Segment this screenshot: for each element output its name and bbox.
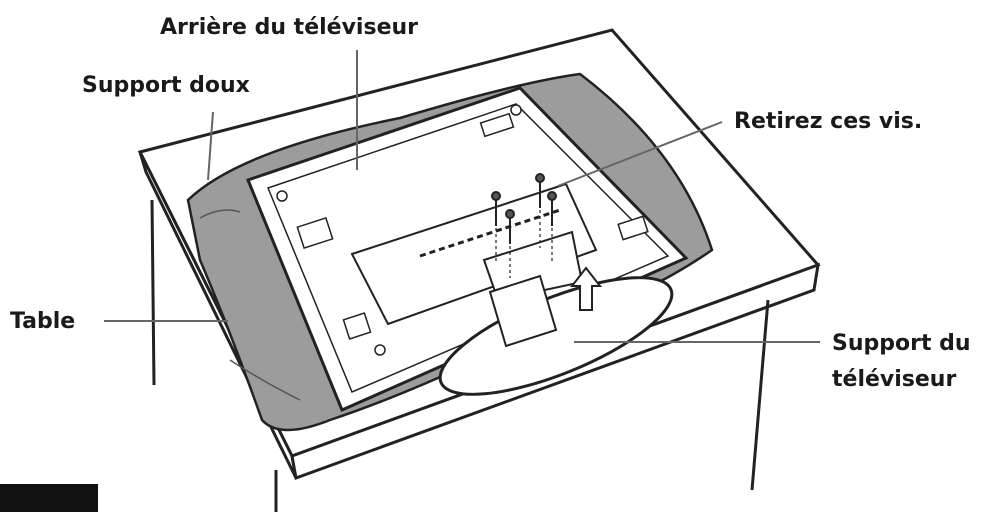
- screw-dashed-guides: [495, 210, 553, 278]
- label-back-of-tv: Arrière du téléviseur: [160, 15, 418, 40]
- tv-vent-4: [617, 215, 649, 241]
- label-tv-stand-line1: Support du: [832, 331, 971, 356]
- tv-terminal-row: [419, 208, 561, 258]
- lift-arrow: [569, 266, 603, 311]
- table-leg-left: [150, 199, 156, 386]
- table-leg-right: [750, 299, 770, 491]
- leader-soft-support: [207, 111, 214, 181]
- label-soft-support: Support doux: [82, 73, 250, 98]
- tv-hole-3: [510, 104, 522, 116]
- screws: [491, 173, 557, 244]
- soft-cloth-fold: [199, 209, 301, 401]
- tv-back-inner: [267, 103, 670, 393]
- tv-hole-2: [374, 344, 386, 356]
- tv-stand-neck: [488, 274, 558, 348]
- tv-vent-1: [296, 216, 334, 250]
- label-remove-screws: Retirez ces vis.: [734, 109, 923, 134]
- label-table: Table: [10, 309, 76, 334]
- tv-hole-1: [276, 190, 288, 202]
- tv-vent-3: [479, 112, 515, 138]
- corner-tab: [0, 484, 98, 512]
- tv-vent-2: [342, 312, 372, 340]
- leader-remove-screws: [557, 121, 723, 187]
- label-tv-stand-line2: téléviseur: [832, 367, 957, 392]
